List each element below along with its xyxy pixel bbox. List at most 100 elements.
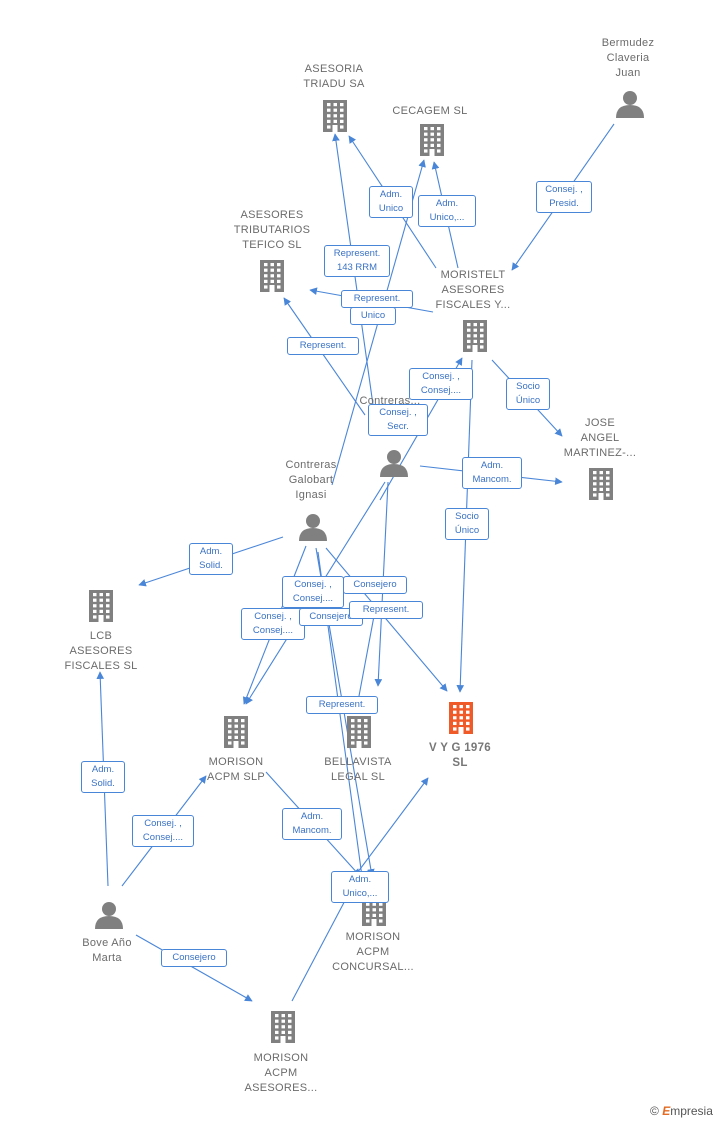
relation-edge bbox=[325, 547, 448, 692]
relation-label[interactable]: Consej. , Secr. bbox=[368, 404, 428, 436]
relation-label[interactable]: Adm. Solid. bbox=[81, 761, 125, 793]
copyright-symbol: © bbox=[650, 1104, 659, 1118]
relation-label-line: Secr. bbox=[387, 421, 409, 432]
building-icon bbox=[420, 124, 444, 156]
node-label-line: LCB bbox=[89, 630, 113, 642]
relation-label-line: Consejero bbox=[172, 952, 216, 963]
relation-label-line: Unico,... bbox=[429, 212, 465, 223]
relation-label[interactable]: Represent. bbox=[349, 601, 423, 619]
relation-label-line: Consej.... bbox=[142, 832, 184, 843]
relation-label[interactable]: Represent. 143 RRM bbox=[324, 245, 390, 277]
relation-label[interactable]: Consej. , Consej.... bbox=[132, 815, 194, 847]
relation-label-line: Consej. , bbox=[545, 184, 583, 195]
person-icon bbox=[299, 514, 327, 541]
relation-label-line: Mancom. bbox=[472, 474, 512, 485]
relation-label[interactable]: Consej. , Presid. bbox=[536, 181, 592, 213]
node-label-line: MORISON bbox=[345, 931, 401, 943]
node-label-line: ASESORES bbox=[240, 209, 304, 221]
brand-initial: E bbox=[662, 1104, 671, 1118]
relation-label-line: Unico,... bbox=[342, 888, 378, 899]
relation-label-line: Socio bbox=[516, 381, 540, 392]
relation-label-line: 143 RRM bbox=[336, 262, 378, 273]
relation-label[interactable]: Adm.Unico,... bbox=[418, 195, 476, 227]
node-label-line: MARTINEZ-... bbox=[563, 447, 637, 459]
relation-label-line: Solid. bbox=[91, 778, 115, 789]
node-label-line: CONCURSAL... bbox=[332, 961, 414, 973]
relation-label-line: Represent. bbox=[353, 293, 401, 304]
relation-label[interactable]: Adm. Unico,... bbox=[331, 871, 389, 903]
node-label-line: TRIADU SA bbox=[303, 78, 365, 90]
relation-label[interactable]: Adm.Solid. bbox=[189, 543, 233, 575]
node-label-line: Claveria bbox=[606, 52, 650, 64]
node-label-line: MORISON bbox=[253, 1052, 309, 1064]
relation-label-line: Consejero bbox=[309, 611, 353, 622]
node-label-line: V Y G 1976 bbox=[428, 742, 492, 754]
relation-label-line: Consej. , bbox=[422, 371, 460, 382]
node-label-line: Bove Año bbox=[82, 937, 132, 949]
relation-label-line: Adm. bbox=[348, 874, 372, 885]
node-label-line: BELLAVISTA bbox=[324, 756, 392, 768]
building-icon bbox=[589, 468, 613, 500]
relation-label-line: Unico bbox=[360, 310, 386, 321]
relation-label-line: Consej. , bbox=[254, 611, 292, 622]
relation-label[interactable]: Represent. bbox=[287, 337, 359, 355]
relation-label-line: Represent. bbox=[333, 248, 381, 259]
building-icon bbox=[271, 1011, 295, 1043]
relation-label[interactable]: Consejero bbox=[343, 576, 407, 594]
brand-name: mpresia bbox=[670, 1104, 713, 1118]
relation-label[interactable]: Adm.Unico bbox=[369, 186, 413, 218]
relation-label[interactable]: Adm.Mancom. bbox=[282, 808, 342, 840]
relation-label[interactable]: Represent. bbox=[306, 696, 378, 714]
relation-label[interactable]: Consejero bbox=[161, 949, 227, 967]
building-icon bbox=[449, 702, 473, 734]
relation-label[interactable]: Consejero bbox=[299, 608, 363, 626]
empresia-logo: © Empresia bbox=[650, 1104, 713, 1118]
relation-edge bbox=[283, 297, 366, 416]
relation-label-line: Adm. bbox=[300, 811, 324, 822]
node-label-line: ASESORES... bbox=[244, 1082, 318, 1094]
relation-label[interactable]: Consej. ,Consej.... bbox=[409, 368, 473, 400]
node-label-line: Marta bbox=[92, 952, 122, 964]
node-label-line: ANGEL bbox=[580, 432, 620, 444]
relation-label[interactable]: Represent. bbox=[341, 290, 413, 308]
node-label-cecagem[interactable]: CECAGEM SL bbox=[365, 104, 495, 119]
node-label-line: Galobart bbox=[288, 474, 334, 486]
relation-label[interactable]: Adm. Mancom. bbox=[462, 457, 522, 489]
relation-label[interactable]: Unico bbox=[350, 307, 396, 325]
relation-label[interactable]: Consej. ,Consej.... bbox=[282, 576, 344, 608]
relation-label-line: Unico bbox=[378, 203, 404, 214]
building-icon bbox=[463, 320, 487, 352]
relation-label-line: Adm. bbox=[91, 764, 115, 775]
node-label-morison-asesores[interactable]: MORISON ACPM ASESORES... bbox=[216, 1051, 346, 1096]
relation-label-line: Consej.... bbox=[252, 625, 294, 636]
relation-label-line: Consej. , bbox=[379, 407, 417, 418]
relation-label-line: Represent. bbox=[362, 604, 410, 615]
node-label-line: Bermudez bbox=[601, 37, 655, 49]
relation-edge bbox=[135, 934, 253, 1002]
relation-label-line: Presid. bbox=[549, 198, 579, 209]
person-icon bbox=[616, 91, 644, 118]
relation-label-line: Consej. , bbox=[144, 818, 182, 829]
node-label-line: FISCALES Y... bbox=[435, 299, 511, 311]
node-label-line: ASESORES bbox=[441, 284, 505, 296]
node-label-line: ACPM bbox=[264, 1067, 298, 1079]
relation-label-line: Adm. bbox=[480, 460, 504, 471]
node-label-line: MORISON bbox=[208, 756, 264, 768]
person-icon bbox=[380, 450, 408, 477]
relation-label-line: Consejero bbox=[353, 579, 397, 590]
relation-label[interactable]: Consej. , Consej.... bbox=[241, 608, 305, 640]
